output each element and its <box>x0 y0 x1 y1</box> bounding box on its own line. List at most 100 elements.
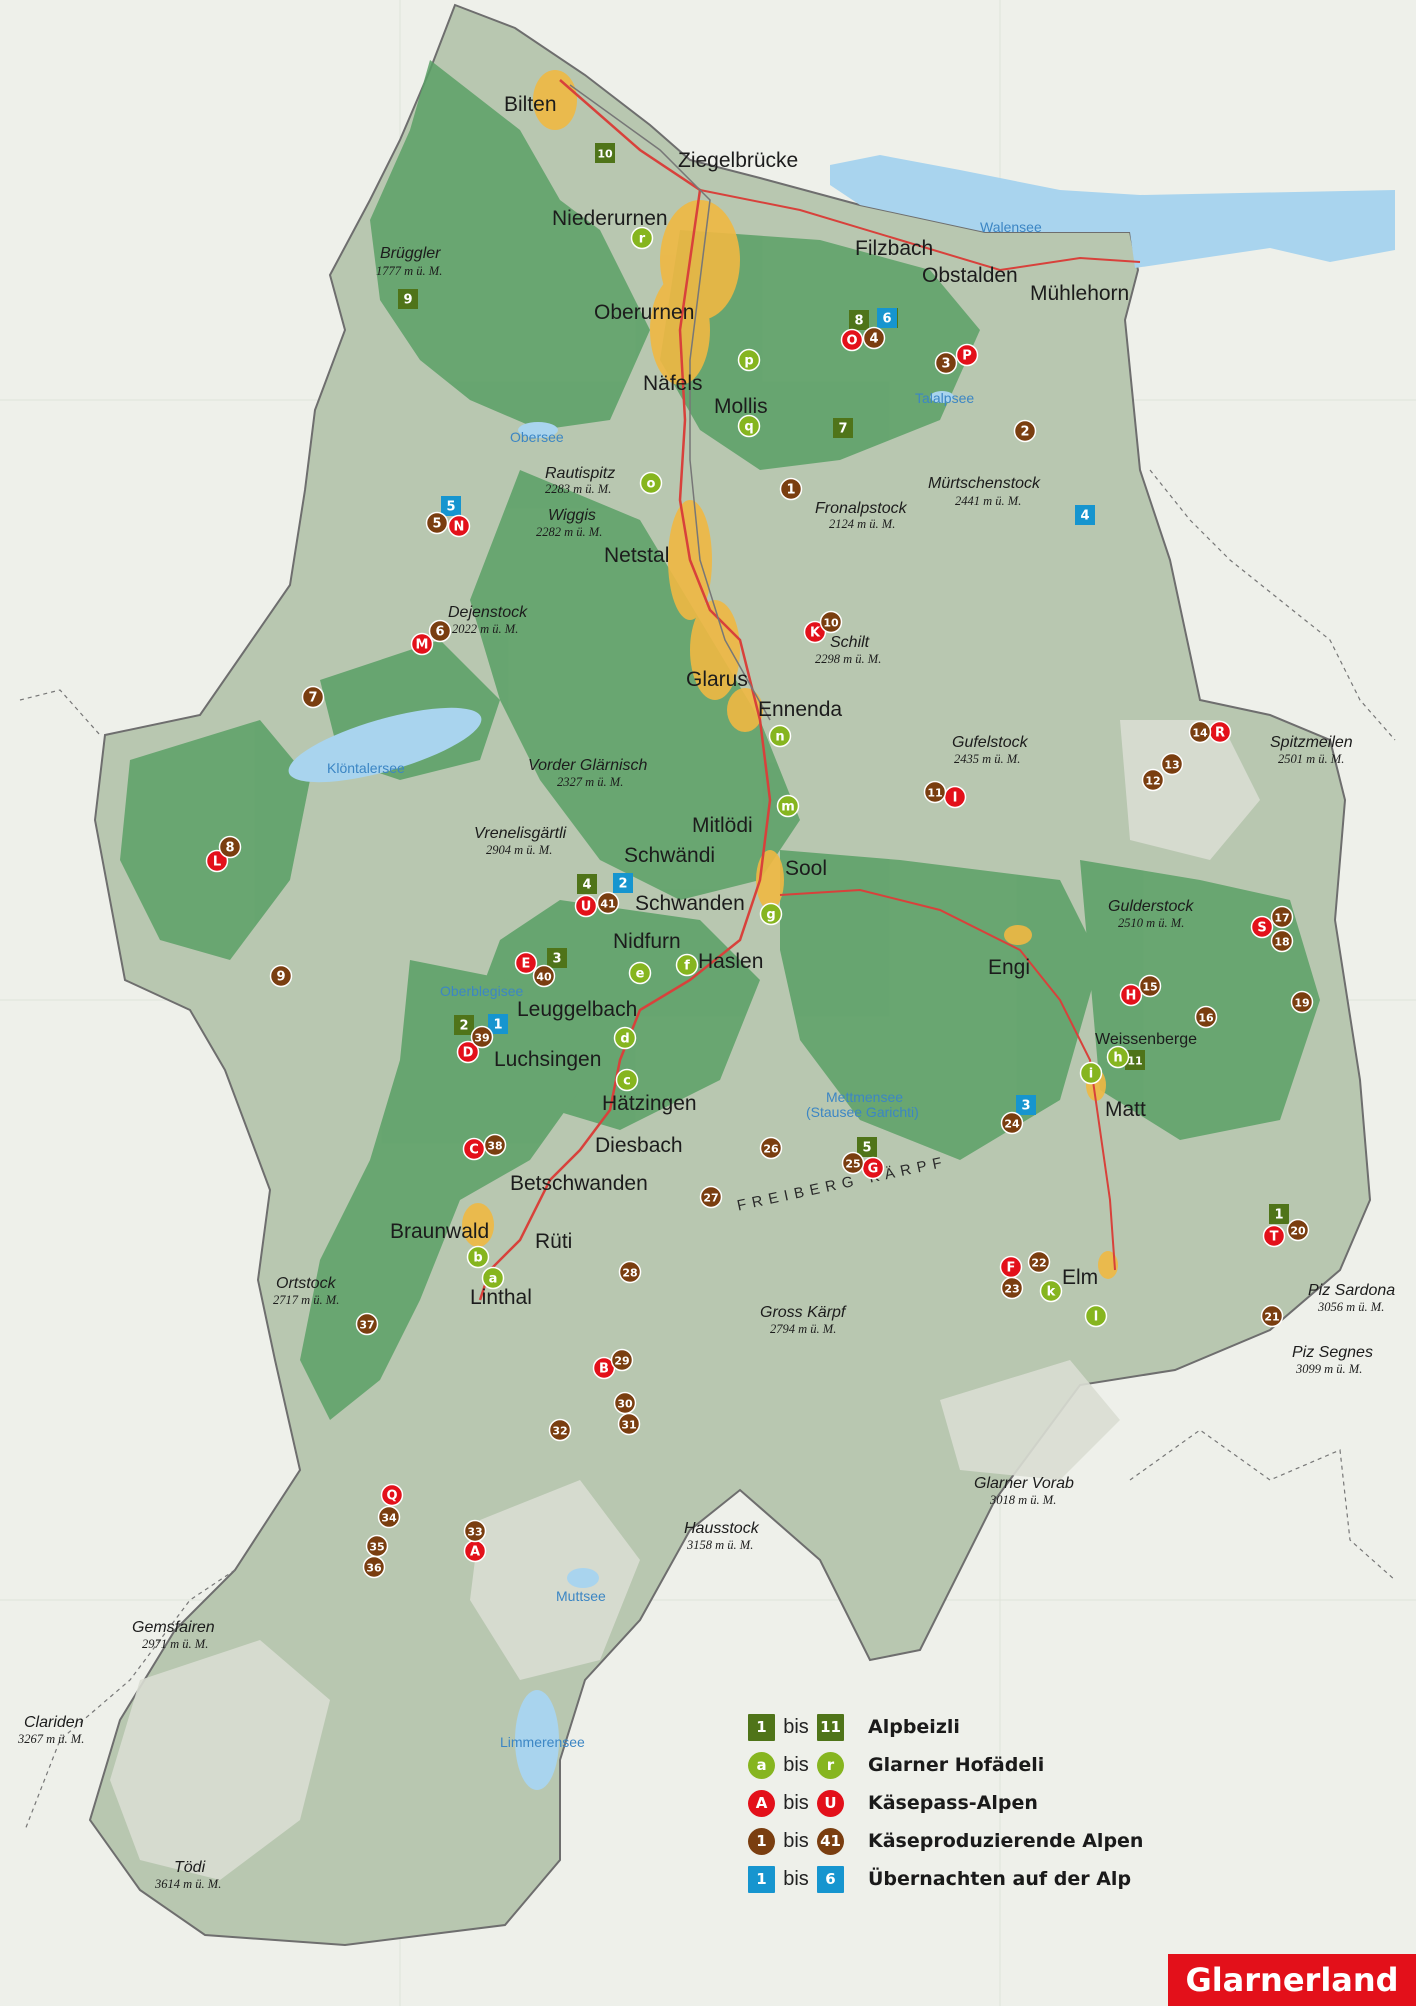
kaesepass-marker[interactable]: L <box>205 849 229 873</box>
uebernachten-marker[interactable]: 6 <box>877 308 897 328</box>
kaeseproduzierende-marker[interactable]: 8 <box>218 835 242 859</box>
kaeseproduzierende-marker[interactable]: 9 <box>269 964 293 988</box>
alpbeizli-marker[interactable]: 3 <box>547 948 567 968</box>
kaeseproduzierende-marker[interactable]: 29 <box>610 1348 634 1372</box>
hoflaedeli-marker[interactable]: c <box>615 1068 639 1092</box>
hoflaedeli-marker[interactable]: e <box>628 961 652 985</box>
hoflaedeli-marker[interactable]: q <box>737 414 761 438</box>
kaesepass-marker[interactable]: D <box>456 1040 480 1064</box>
kaesepass-marker[interactable]: S <box>1250 915 1274 939</box>
hoflaedeli-marker[interactable]: o <box>639 471 663 495</box>
kaeseproduzierende-marker[interactable]: 22 <box>1027 1250 1051 1274</box>
kaesepass-marker[interactable]: U <box>574 894 598 918</box>
alpbeizli-marker[interactable]: 2 <box>454 1015 474 1035</box>
kaesepass-marker-shape <box>1250 915 1274 939</box>
uebernachten-marker[interactable]: 1 <box>488 1014 508 1034</box>
kaesepass-marker[interactable]: T <box>1262 1224 1286 1248</box>
kaeseproduzierende-marker[interactable]: 36 <box>362 1555 386 1579</box>
legend-bis: bis <box>783 1791 809 1814</box>
kaesepass-marker[interactable]: Q <box>380 1483 404 1507</box>
hoflaedeli-marker[interactable]: m <box>776 794 800 818</box>
hoflaedeli-marker[interactable]: i <box>1079 1061 1103 1085</box>
kaeseproduzierende-marker-label: 20 <box>1290 1225 1306 1238</box>
kaesepass-marker[interactable]: H <box>1119 983 1143 1007</box>
kaeseproduzierende-marker[interactable]: 25 <box>841 1151 865 1175</box>
kaesepass-marker[interactable]: G <box>861 1156 885 1180</box>
hoflaedeli-marker[interactable]: b <box>466 1245 490 1269</box>
kaeseproduzierende-marker[interactable]: 21 <box>1260 1304 1284 1328</box>
kaeseproduzierende-marker[interactable]: 40 <box>532 964 556 988</box>
kaeseproduzierende-marker[interactable]: 6 <box>428 619 452 643</box>
kaesepass-marker[interactable]: F <box>999 1255 1023 1279</box>
alpbeizli-marker[interactable]: 4 <box>577 874 597 894</box>
kaeseproduzierende-marker[interactable]: 30 <box>613 1391 637 1415</box>
alpbeizli-marker[interactable]: 8 <box>849 310 869 330</box>
kaeseproduzierende-marker[interactable]: 33 <box>463 1519 487 1543</box>
kaeseproduzierende-marker-label: 10 <box>823 617 839 630</box>
kaeseproduzierende-marker[interactable]: 23 <box>1000 1276 1024 1300</box>
hoflaedeli-marker[interactable]: f <box>675 953 699 977</box>
alpbeizli-marker[interactable]: 1 <box>1269 1204 1289 1224</box>
hoflaedeli-marker[interactable]: p <box>737 348 761 372</box>
kaeseproduzierende-marker[interactable]: 20 <box>1286 1218 1310 1242</box>
alpbeizli-marker[interactable]: 9 <box>398 289 418 309</box>
hoflaedeli-marker[interactable]: l <box>1084 1304 1108 1328</box>
kaeseproduzierende-marker[interactable]: 35 <box>365 1534 389 1558</box>
kaeseproduzierende-marker[interactable]: 17 <box>1270 905 1294 929</box>
kaeseproduzierende-marker[interactable]: 24 <box>1000 1111 1024 1135</box>
kaeseproduzierende-marker[interactable]: 18 <box>1270 929 1294 953</box>
kaeseproduzierende-marker[interactable]: 28 <box>618 1260 642 1284</box>
alpbeizli-marker[interactable]: 5 <box>857 1137 877 1157</box>
kaeseproduzierende-marker[interactable]: 34 <box>377 1505 401 1529</box>
kaeseproduzierende-marker[interactable]: 12 <box>1141 768 1165 792</box>
kaeseproduzierende-marker[interactable]: 26 <box>759 1136 783 1160</box>
kaesepass-marker-label: S <box>1257 921 1266 936</box>
kaesepass-marker[interactable]: O <box>840 328 864 352</box>
kaesepass-marker[interactable]: E <box>514 951 538 975</box>
hoflaedeli-marker[interactable]: n <box>768 724 792 748</box>
alpbeizli-marker[interactable]: 11 <box>1125 1050 1145 1070</box>
kaeseproduzierende-marker[interactable]: 5 <box>425 511 449 535</box>
kaeseproduzierende-marker[interactable]: 11 <box>923 780 947 804</box>
kaeseproduzierende-marker[interactable]: 27 <box>699 1185 723 1209</box>
kaeseproduzierende-marker[interactable]: 10 <box>819 610 843 634</box>
kaesepass-marker[interactable]: R <box>1208 720 1232 744</box>
hoflaedeli-marker[interactable]: r <box>630 226 654 250</box>
kaeseproduzierende-marker[interactable]: 41 <box>596 891 620 915</box>
hoflaedeli-marker[interactable]: a <box>481 1266 505 1290</box>
kaeseproduzierende-marker[interactable]: 32 <box>548 1418 572 1442</box>
uebernachten-marker[interactable]: 2 <box>613 873 633 893</box>
kaesepass-marker[interactable]: M <box>410 632 434 656</box>
kaeseproduzierende-marker[interactable]: 15 <box>1138 974 1162 998</box>
kaeseproduzierende-marker[interactable]: 13 <box>1160 752 1184 776</box>
kaeseproduzierende-marker[interactable]: 14 <box>1188 720 1212 744</box>
kaeseproduzierende-marker[interactable]: 2 <box>1013 419 1037 443</box>
kaeseproduzierende-marker[interactable]: 39 <box>470 1025 494 1049</box>
kaeseproduzierende-marker[interactable]: 19 <box>1290 990 1314 1014</box>
uebernachten-marker[interactable]: 4 <box>1075 505 1095 525</box>
kaesepass-marker[interactable]: P <box>955 343 979 367</box>
kaeseproduzierende-marker[interactable]: 31 <box>617 1412 641 1436</box>
kaeseproduzierende-marker[interactable]: 1 <box>779 477 803 501</box>
kaeseproduzierende-marker[interactable]: 3 <box>934 351 958 375</box>
kaeseproduzierende-marker[interactable]: 37 <box>355 1312 379 1336</box>
kaeseproduzierende-marker[interactable]: 16 <box>1194 1005 1218 1029</box>
kaesepass-marker[interactable]: C <box>462 1137 486 1161</box>
uebernachten-marker[interactable]: 5 <box>441 496 461 516</box>
kaesepass-marker[interactable]: N <box>447 514 471 538</box>
kaeseproduzierende-marker[interactable]: 7 <box>301 685 325 709</box>
hoflaedeli-marker[interactable]: g <box>759 902 783 926</box>
alpbeizli-marker[interactable]: 7 <box>833 418 853 438</box>
hoflaedeli-marker[interactable]: h <box>1106 1045 1130 1069</box>
kaesepass-marker[interactable]: I <box>943 785 967 809</box>
kaeseproduzierende-marker[interactable]: 38 <box>483 1133 507 1157</box>
uebernachten-marker[interactable]: 3 <box>1016 1095 1036 1115</box>
alpbeizli-marker[interactable]: 10 <box>595 143 615 163</box>
place-sool: Sool <box>785 857 827 880</box>
kaesepass-marker-label: T <box>1270 1230 1279 1245</box>
kaesepass-marker[interactable]: A <box>463 1539 487 1563</box>
hoflaedeli-marker[interactable]: d <box>613 1026 637 1050</box>
kaesepass-marker[interactable]: K <box>803 620 827 644</box>
kaeseproduzierende-marker[interactable]: 4 <box>862 326 886 350</box>
hoflaedeli-marker[interactable]: k <box>1039 1279 1063 1303</box>
